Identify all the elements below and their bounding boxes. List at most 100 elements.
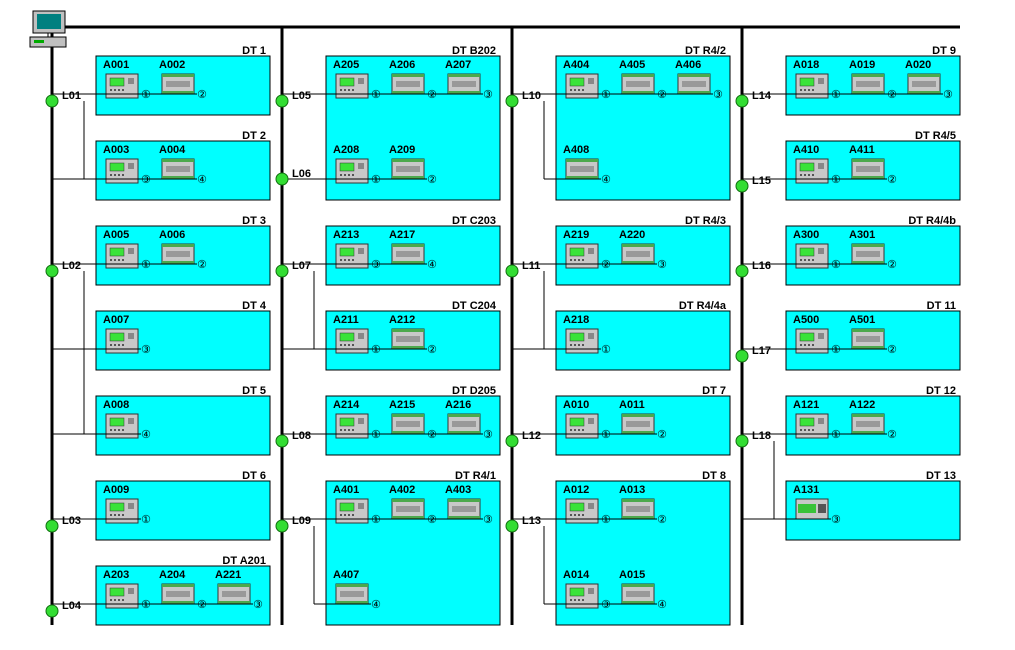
panel-screen <box>799 77 815 87</box>
dt-title: DT 8 <box>702 470 726 482</box>
line-label: L01 <box>62 90 81 102</box>
device-label: A207 <box>445 59 471 71</box>
module-face <box>626 251 650 257</box>
module-bottom-strip <box>336 601 368 604</box>
panel-key <box>118 599 120 601</box>
line-node-L05 <box>275 94 289 108</box>
panel-key <box>110 429 112 431</box>
device-label: A214 <box>333 399 360 411</box>
panel-key <box>812 174 814 176</box>
line-node-L13 <box>505 519 519 533</box>
module-top-strip <box>448 74 480 77</box>
module-bottom-strip <box>852 346 884 349</box>
port-number: ④ <box>427 258 437 271</box>
panel-key <box>344 514 346 516</box>
panel-key <box>340 174 342 176</box>
panel-key <box>122 599 124 601</box>
panel-knob <box>588 248 594 254</box>
device-label: A012 <box>563 484 589 496</box>
module-bottom-strip <box>622 91 654 94</box>
port-number: ④ <box>141 428 151 441</box>
module-face <box>856 166 880 172</box>
line-label: L05 <box>292 90 311 102</box>
line-node-L10 <box>505 94 519 108</box>
dt-title: DT 2 <box>242 130 266 142</box>
line-node-L18 <box>735 434 749 448</box>
panel-screen <box>339 247 355 257</box>
module-top-strip <box>392 499 424 502</box>
device-label: A122 <box>849 399 875 411</box>
line-node-L07 <box>275 264 289 278</box>
device-label: A411 <box>849 144 875 156</box>
panel-key <box>122 344 124 346</box>
device-label: A216 <box>445 399 471 411</box>
port-number: ① <box>141 513 151 526</box>
panel-key <box>348 429 350 431</box>
dt-title: DT 13 <box>926 470 956 482</box>
panel-key <box>344 429 346 431</box>
panel-screen <box>799 417 815 427</box>
panel-key <box>344 174 346 176</box>
port-number: ② <box>197 258 207 271</box>
device-label: A020 <box>905 59 931 71</box>
device-label: A205 <box>333 59 359 71</box>
panel-key <box>340 89 342 91</box>
device-label: A217 <box>389 229 415 241</box>
module-face <box>626 81 650 87</box>
dt-title: DT R4/2 <box>685 45 726 57</box>
module-top-strip <box>622 244 654 247</box>
device-label: A218 <box>563 314 589 326</box>
device-label: A403 <box>445 484 471 496</box>
module-top-strip <box>162 159 194 162</box>
panel-key <box>574 599 576 601</box>
panel-key <box>570 89 572 91</box>
module-face <box>912 81 936 87</box>
device-label: A019 <box>849 59 875 71</box>
panel-key <box>804 259 806 261</box>
module-face <box>626 591 650 597</box>
module-display <box>798 504 816 513</box>
panel-knob <box>128 78 134 84</box>
panel-key <box>578 514 580 516</box>
line-label: L06 <box>292 168 311 180</box>
panel-key <box>578 89 580 91</box>
module-top-strip <box>852 244 884 247</box>
device-label: A501 <box>849 314 875 326</box>
module-face <box>856 81 880 87</box>
module-face <box>682 81 706 87</box>
module-top-strip <box>392 74 424 77</box>
dt-title: DT C204 <box>452 300 497 312</box>
panel-knob <box>358 418 364 424</box>
panel-knob <box>358 248 364 254</box>
panel-key <box>344 259 346 261</box>
module-bottom-strip <box>392 346 424 349</box>
panel-knob <box>358 333 364 339</box>
panel-key <box>578 259 580 261</box>
panel-screen <box>109 587 125 597</box>
module-top-strip <box>678 74 710 77</box>
port-number: ③ <box>657 258 667 271</box>
line-node-L04 <box>45 604 59 618</box>
line-label: L08 <box>292 430 311 442</box>
line-label: L10 <box>522 90 541 102</box>
module-bottom-strip <box>566 176 598 179</box>
panel-key <box>352 259 354 261</box>
device-label: A407 <box>333 569 359 581</box>
panel-key <box>800 429 802 431</box>
panel-key <box>110 599 112 601</box>
panel-knob <box>128 418 134 424</box>
computer-icon[interactable] <box>29 10 67 48</box>
panel-key <box>574 259 576 261</box>
panel-key <box>114 174 116 176</box>
module-bottom-strip <box>162 91 194 94</box>
module-top-strip <box>392 244 424 247</box>
module-face <box>396 421 420 427</box>
panel-key <box>800 259 802 261</box>
module-bottom-strip <box>162 261 194 264</box>
